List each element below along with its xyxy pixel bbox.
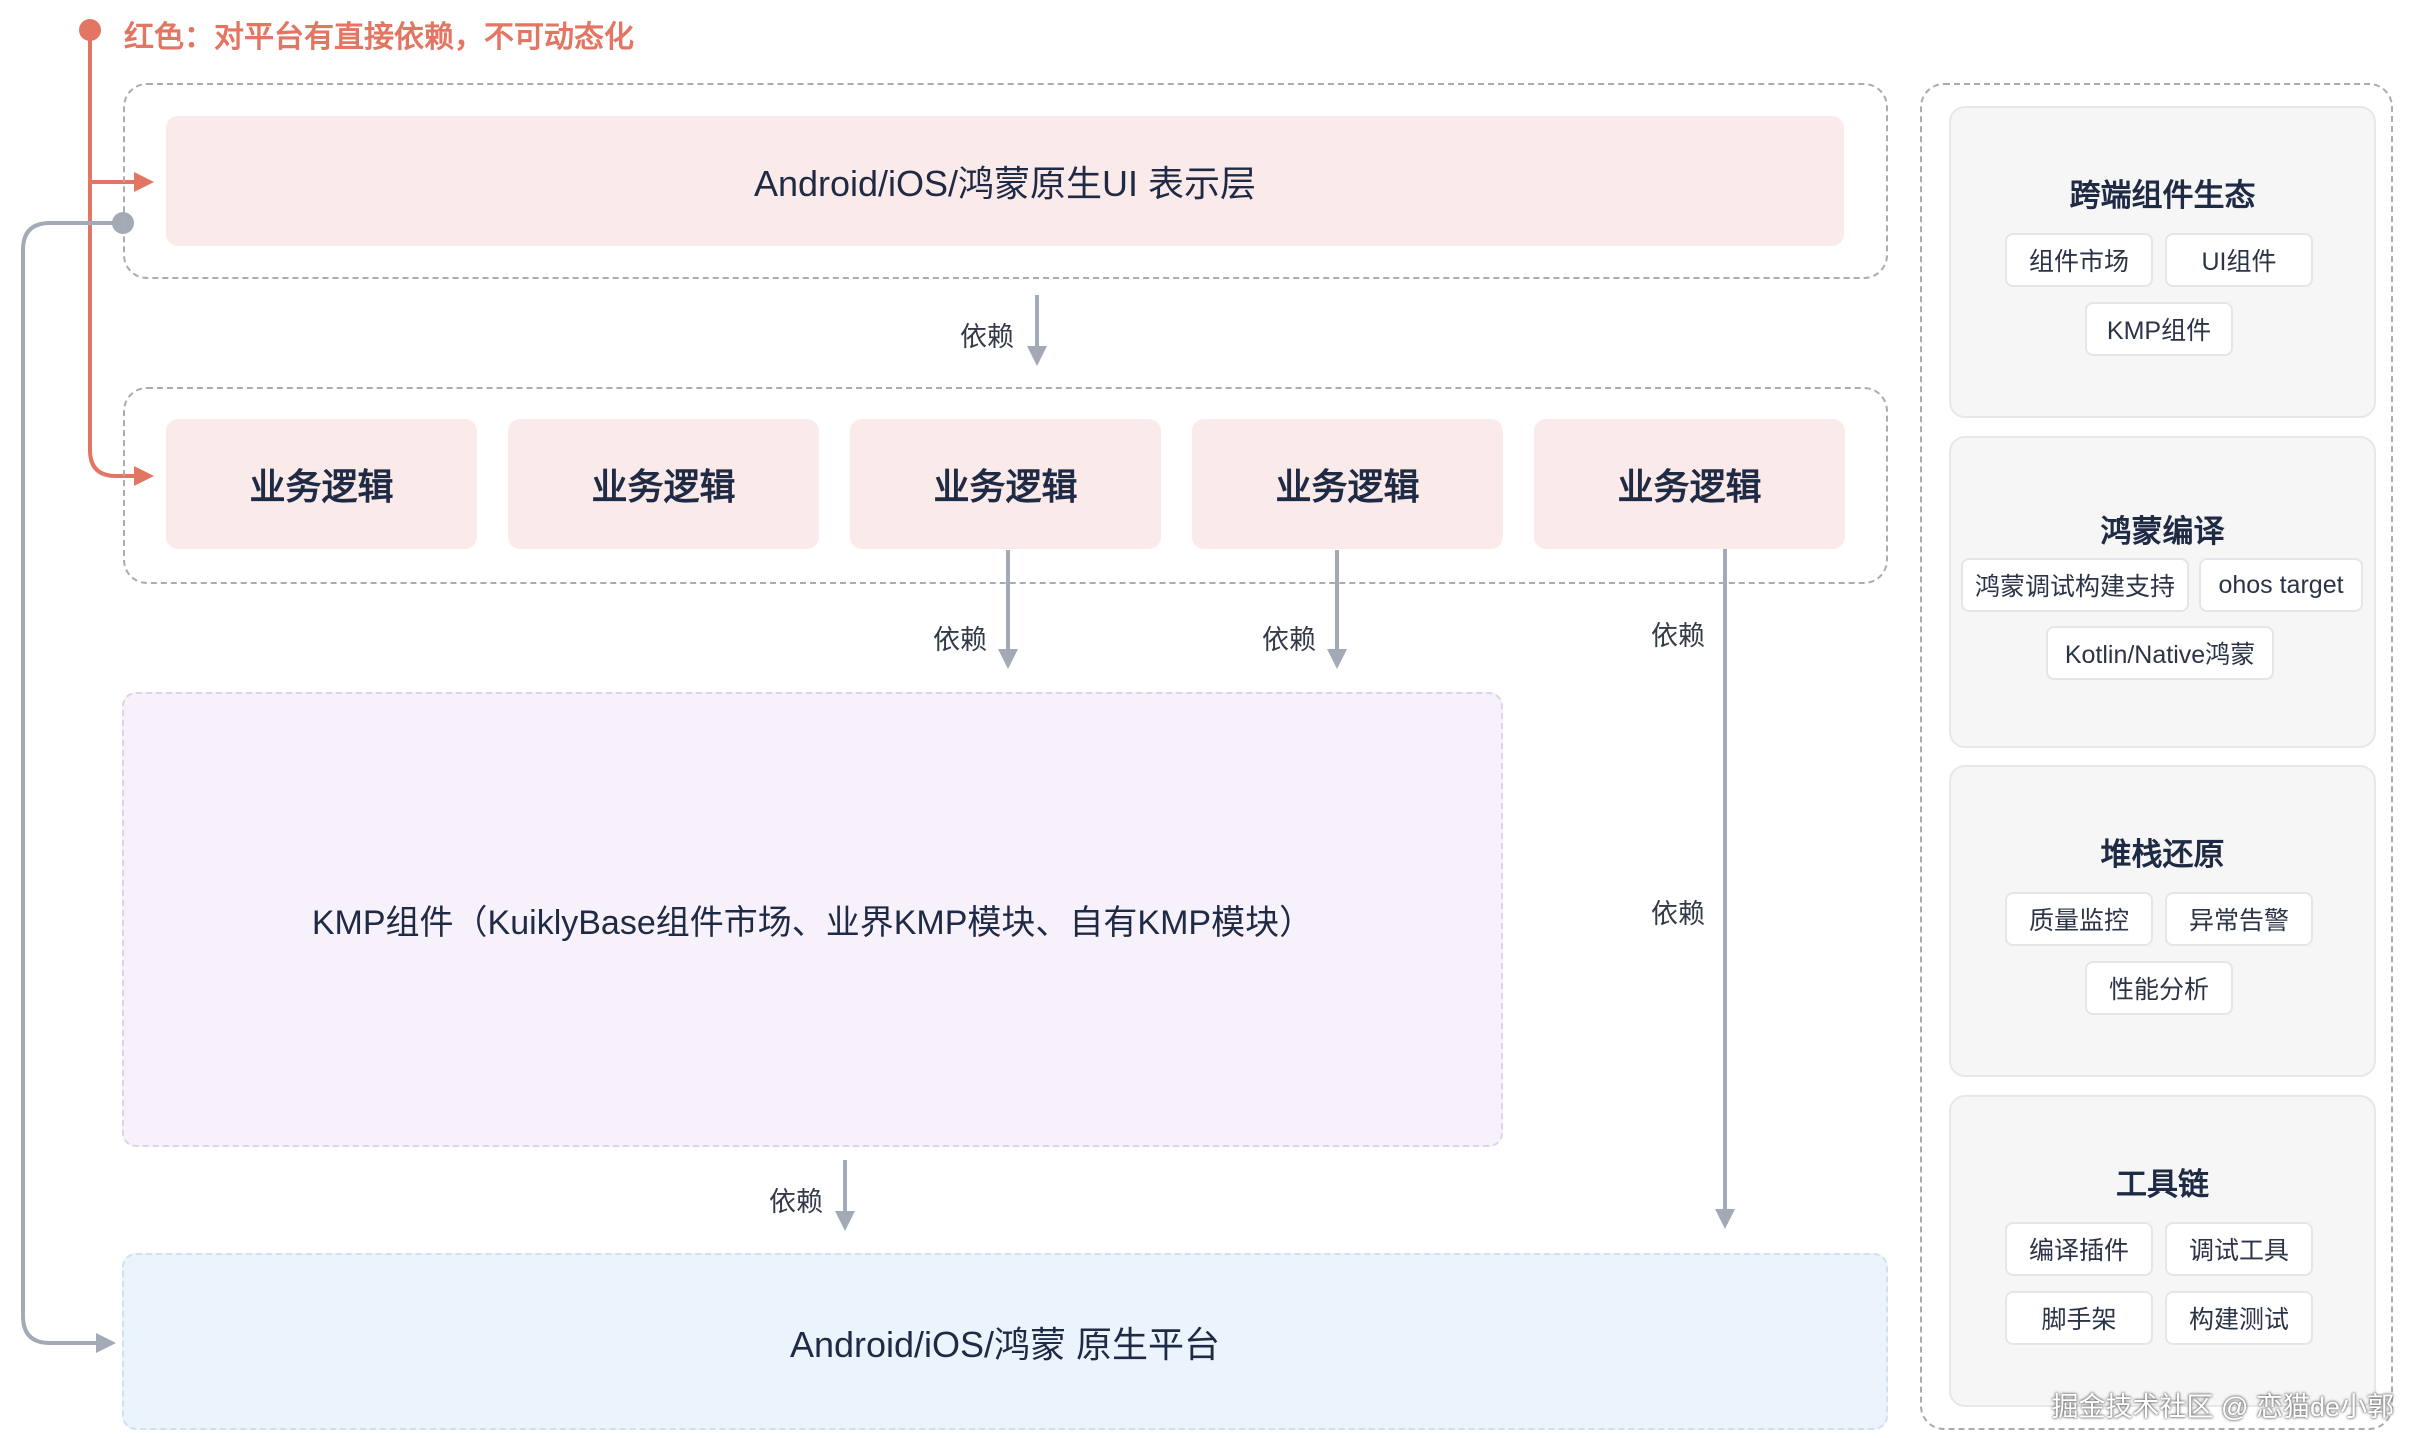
chip: ohos target (2199, 558, 2363, 612)
dep-label-logic3-to-kmp: 依赖 (933, 625, 987, 655)
kmp-layer-box: KMP组件（KuiklyBase组件市场、业界KMP模块、自有KMP模块） (122, 692, 1503, 1147)
stack-restore-card: 堆栈还原 质量监控 异常告警 性能分析 (1949, 765, 2376, 1077)
ui-layer-label: Android/iOS/鸿蒙原生UI 表示层 (753, 163, 1257, 204)
native-platform-label: Android/iOS/鸿蒙 原生平台 (789, 1323, 1221, 1365)
chip: 异常告警 (2165, 892, 2313, 946)
chip: 质量监控 (2005, 892, 2153, 946)
business-logic-frame (123, 387, 1888, 584)
business-logic-box: 业务逻辑 (1534, 419, 1845, 549)
chip: 调试工具 (2165, 1222, 2313, 1276)
ecosystem-card: 跨端组件生态 组件市场 UI组件 KMP组件 (1949, 106, 2376, 418)
chip: 脚手架 (2005, 1291, 2153, 1345)
business-logic-box: 业务逻辑 (166, 419, 477, 549)
business-logic-box: 业务逻辑 (508, 419, 819, 549)
business-logic-label: 业务逻辑 (591, 466, 736, 507)
business-logic-box: 业务逻辑 (850, 419, 1161, 549)
business-logic-label: 业务逻辑 (1275, 466, 1420, 507)
native-platform-box: Android/iOS/鸿蒙 原生平台 (122, 1253, 1888, 1430)
business-logic-box: 业务逻辑 (1192, 419, 1503, 549)
business-logic-label: 业务逻辑 (933, 466, 1078, 507)
watermark: 掘金技术社区 @ 恋猫de小郭 (2051, 1392, 2394, 1422)
dep-label-logic4-to-kmp: 依赖 (1262, 625, 1316, 655)
side-panel-frame (1920, 83, 2393, 1430)
card-title: 鸿蒙编译 (2100, 514, 2225, 549)
kmp-layer-label: KMP组件（KuiklyBase组件市场、业界KMP模块、自有KMP模块） (311, 904, 1314, 942)
card-title: 堆栈还原 (2100, 837, 2225, 872)
chip: KMP组件 (2085, 302, 2233, 356)
red-dependency-line (88, 30, 154, 486)
chip: 编译插件 (2005, 1222, 2153, 1276)
gray-loop-line (21, 221, 123, 1353)
card-title: 跨端组件生态 (2069, 178, 2256, 213)
dep-label-ui-to-logic: 依赖 (960, 322, 1014, 352)
harmony-compile-card: 鸿蒙编译 鸿蒙调试构建支持 ohos target Kotlin/Native鸿… (1949, 436, 2376, 748)
chip: UI组件 (2165, 233, 2313, 287)
toolchain-card: 工具链 编译插件 调试工具 脚手架 构建测试 (1949, 1095, 2376, 1407)
business-logic-label: 业务逻辑 (249, 466, 394, 507)
chip: Kotlin/Native鸿蒙 (2046, 626, 2274, 680)
card-title: 工具链 (2116, 1167, 2209, 1202)
chip: 构建测试 (2165, 1291, 2313, 1345)
dep-label-kmp-to-native: 依赖 (769, 1187, 823, 1217)
dep-label-logic5-to-native-lower: 依赖 (1651, 899, 1705, 929)
chip: 鸿蒙调试构建支持 (1961, 558, 2189, 612)
dep-label-logic5-to-native-upper: 依赖 (1651, 621, 1705, 651)
chip: 性能分析 (2085, 961, 2233, 1015)
legend-text: 红色：对平台有直接依赖，不可动态化 (124, 21, 634, 54)
business-logic-label: 业务逻辑 (1617, 466, 1762, 507)
ui-layer-box: Android/iOS/鸿蒙原生UI 表示层 (166, 116, 1844, 246)
ui-layer-frame (123, 83, 1888, 279)
chip: 组件市场 (2005, 233, 2153, 287)
